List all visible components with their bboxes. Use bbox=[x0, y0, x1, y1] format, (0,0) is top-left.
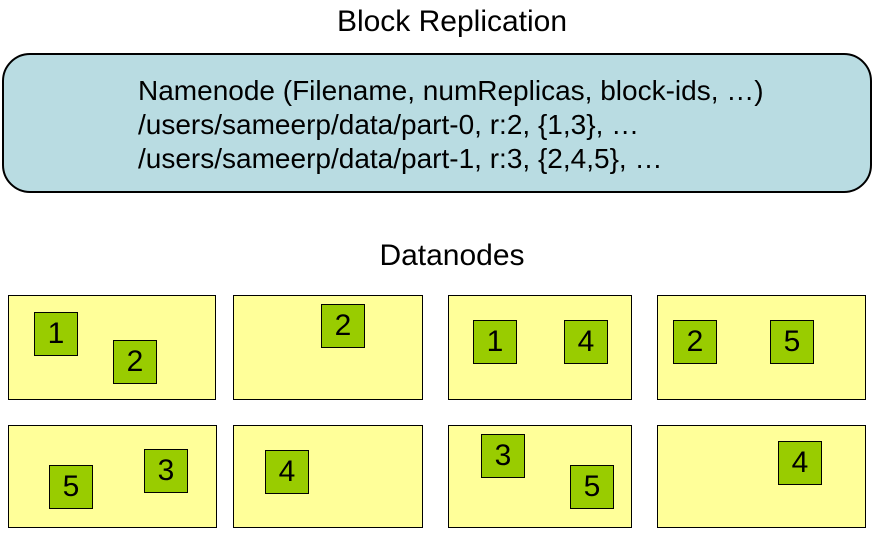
block-2-square: 2 bbox=[673, 320, 717, 364]
namenode-line-part0: /users/sameerp/data/part-0, r:2, {1,3}, … bbox=[138, 109, 640, 140]
block-3-square: 3 bbox=[481, 434, 525, 478]
block-5-square: 5 bbox=[770, 320, 814, 364]
block-1-square: 1 bbox=[473, 320, 517, 364]
diagram-title: Block Replication bbox=[336, 5, 568, 38]
datanode-2: 2 bbox=[233, 295, 423, 400]
block-4-square: 4 bbox=[265, 450, 309, 494]
block-3-square: 3 bbox=[144, 449, 188, 493]
datanode-8: 4 bbox=[657, 425, 866, 528]
namenode-line-part1: /users/sameerp/data/part-1, r:3, {2,4,5}… bbox=[138, 143, 663, 174]
block-1-square: 1 bbox=[34, 312, 78, 356]
block-4-square: 4 bbox=[778, 441, 822, 485]
namenode-text: Namenode (Filename, numReplicas, block-i… bbox=[4, 55, 870, 176]
block-4-square: 4 bbox=[564, 320, 608, 364]
datanodes-label: Datanodes bbox=[379, 239, 525, 272]
block-2-square: 2 bbox=[321, 304, 365, 348]
block-2-square: 2 bbox=[113, 340, 157, 384]
block-5-square: 5 bbox=[570, 465, 614, 509]
namenode-line-header: Namenode (Filename, numReplicas, block-i… bbox=[138, 75, 764, 106]
datanode-6: 4 bbox=[233, 425, 423, 528]
namenode-box: Namenode (Filename, numReplicas, block-i… bbox=[2, 53, 872, 193]
block-5-square: 5 bbox=[49, 465, 93, 509]
